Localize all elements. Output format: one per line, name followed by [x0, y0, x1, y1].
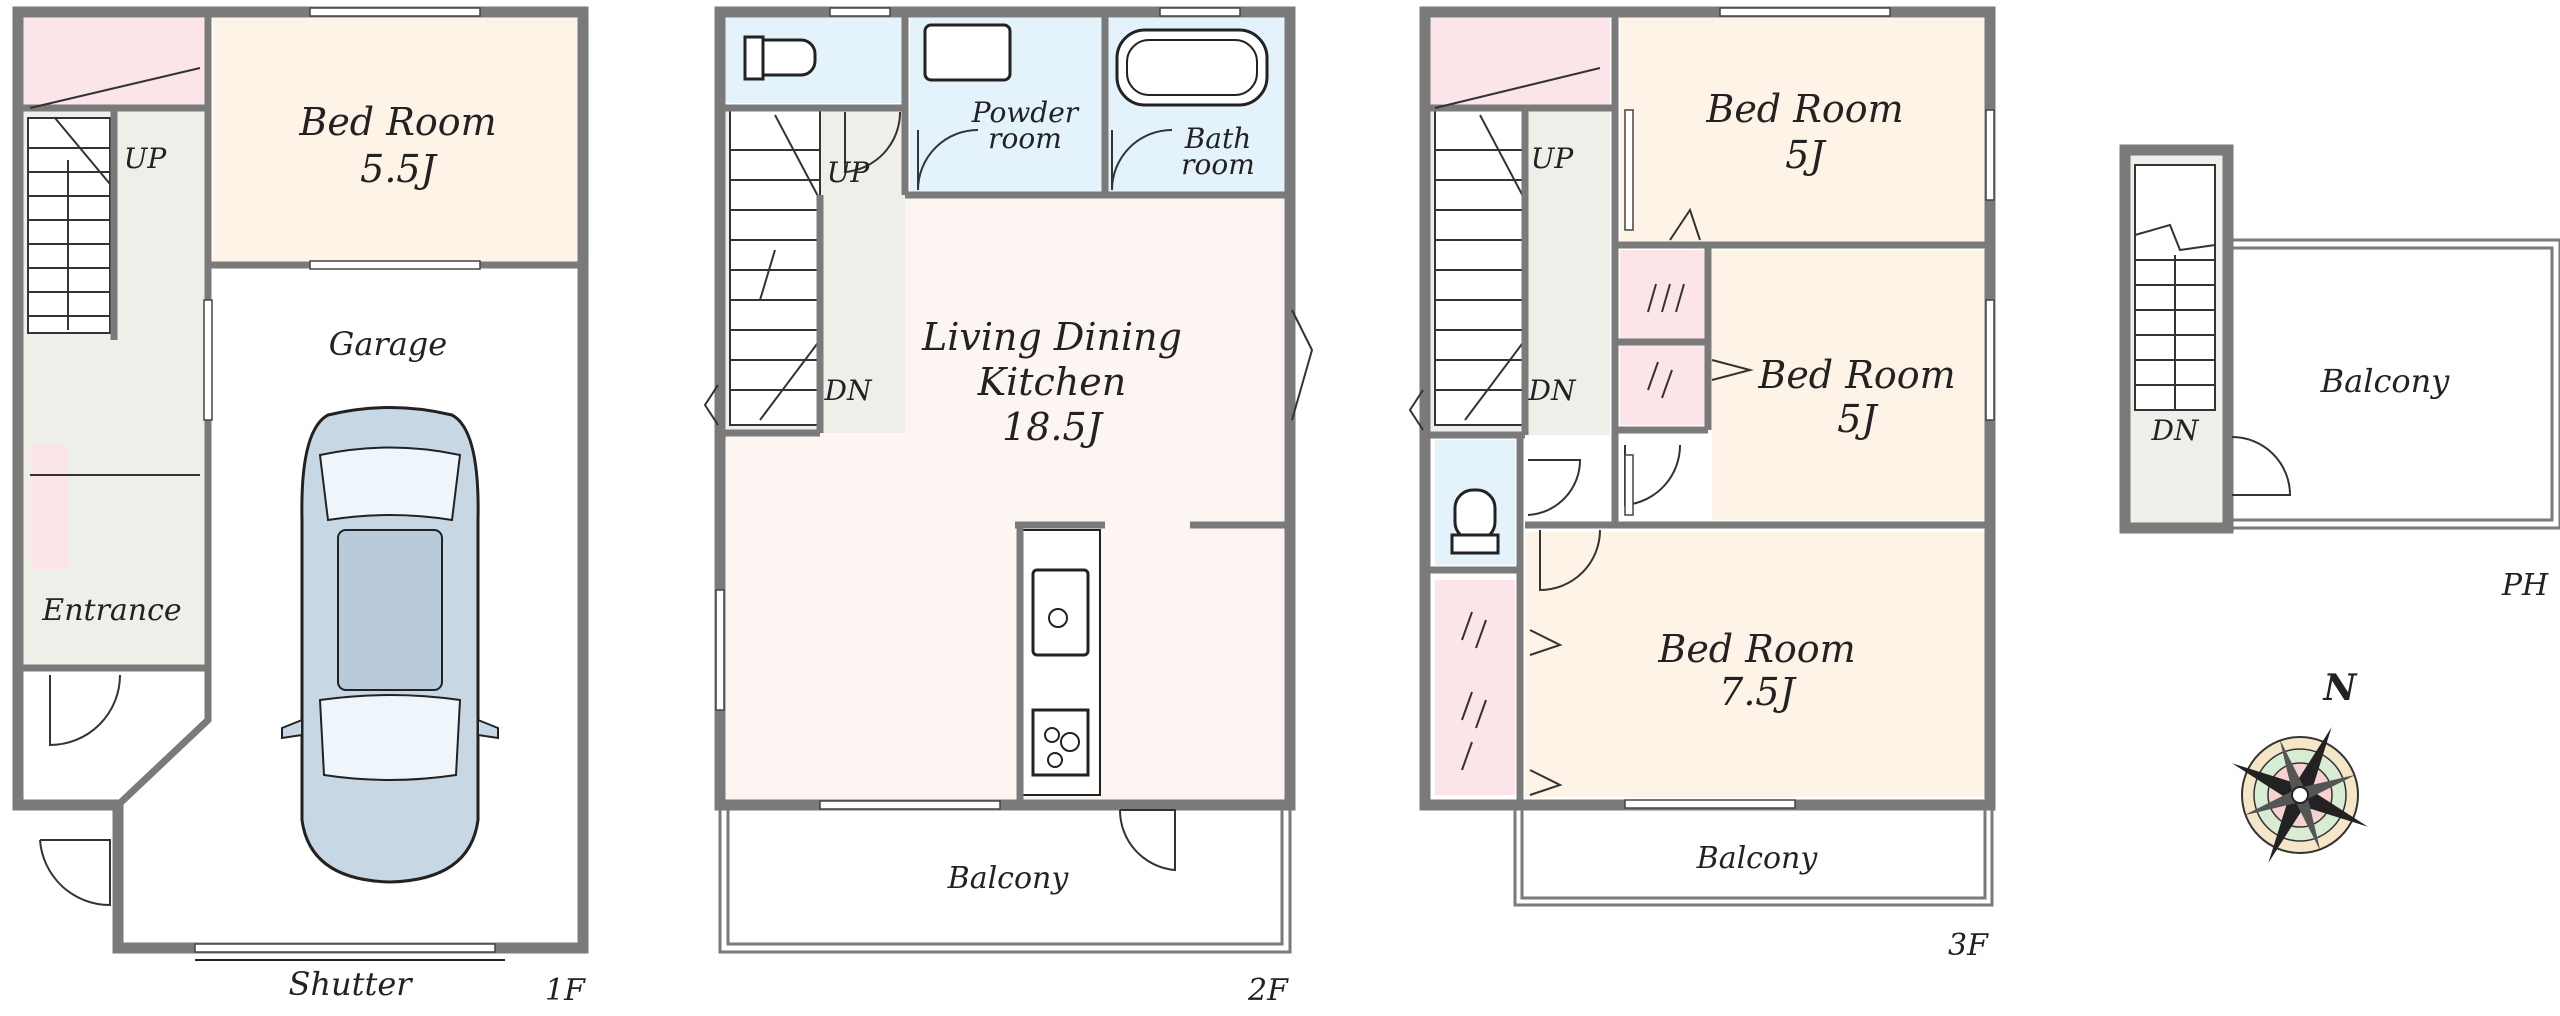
- bedroom-3f-2: [1712, 250, 1985, 520]
- kitchen-sink-icon: [1031, 568, 1090, 657]
- floor-3f-label: 3F: [1948, 928, 1989, 963]
- bed3-3f-name: Bed Room: [1657, 627, 1855, 671]
- closet-3f-3: [1435, 580, 1515, 795]
- ldk-line2: Kitchen: [977, 360, 1127, 404]
- stair-2f-up-label: UP: [827, 156, 871, 189]
- bedroom-1f: [213, 18, 578, 263]
- stair-ph-dn-label: DN: [2151, 414, 2200, 447]
- storage-1f: [23, 18, 208, 105]
- bed1-3f-size: 5J: [1785, 133, 1826, 177]
- storage-3f: [1430, 18, 1610, 105]
- stair-1f-up-label: UP: [124, 142, 168, 175]
- stair-3f-up-label: UP: [1531, 142, 1575, 175]
- bedroom-3f-3: [1525, 532, 1985, 797]
- bed3-3f-size: 7.5J: [1719, 670, 1796, 714]
- stair-1f: [27, 117, 116, 334]
- bedroom-1f-name: Bed Room: [298, 100, 496, 144]
- floor-ph: Balcony DN PH: [2119, 144, 2560, 603]
- closet-3f-2: [1620, 345, 1705, 425]
- bathtub-icon: [1115, 28, 1269, 107]
- bedroom-3f-1: [1620, 18, 1985, 243]
- ldk-size: 18.5J: [1002, 405, 1104, 449]
- bed1-3f-name: Bed Room: [1705, 87, 1903, 131]
- floor-1f: Bed Room 5.5J Garage Entrance Shutter UP…: [12, 6, 589, 1008]
- garage-label: Garage: [329, 325, 447, 363]
- bedroom-1f-size: 5.5J: [360, 147, 437, 191]
- bed2-3f-name: Bed Room: [1757, 353, 1955, 397]
- bath-line2: room: [1181, 148, 1255, 181]
- compass-north-label: N: [2323, 667, 2359, 709]
- bath-line1: Bath: [1184, 122, 1252, 155]
- powder-line2: room: [988, 122, 1062, 155]
- stair-3f: [1434, 109, 1526, 426]
- floor-2f: Living Dining Kitchen 18.5J Powder room …: [703, 6, 1314, 1008]
- floor-2f-label: 2F: [1247, 973, 1289, 1008]
- ldk-line1: Living Dining: [921, 315, 1182, 359]
- balcony-ph-label: Balcony: [2320, 362, 2451, 400]
- entrance-label: Entrance: [41, 593, 181, 628]
- stair-3f-dn-label: DN: [1528, 374, 1577, 407]
- car-icon: [281, 406, 499, 884]
- powder-line1: Powder: [971, 96, 1080, 129]
- stair-ph: [2134, 164, 2216, 411]
- closet-3f-1: [1620, 250, 1705, 340]
- bed2-3f-size: 5J: [1837, 397, 1878, 441]
- shoe-cabinet: [30, 445, 68, 570]
- balcony-2f-label: Balcony: [947, 861, 1070, 896]
- balcony-3f-label: Balcony: [1696, 841, 1819, 876]
- floor-1f-label: 1F: [545, 973, 586, 1008]
- toilet-3f-icon: [1453, 488, 1497, 542]
- compass-icon: [2232, 727, 2368, 863]
- stair-2f-dn-label: DN: [824, 374, 873, 407]
- shutter-label: Shutter: [288, 965, 413, 1003]
- sink-icon: [923, 23, 1012, 82]
- floor-ph-label: PH: [2501, 568, 2549, 603]
- stair-2f: [729, 109, 821, 426]
- floor-3f: Bed Room 5J Bed Room 5J Bed Room 7.5J UP…: [1408, 6, 1996, 963]
